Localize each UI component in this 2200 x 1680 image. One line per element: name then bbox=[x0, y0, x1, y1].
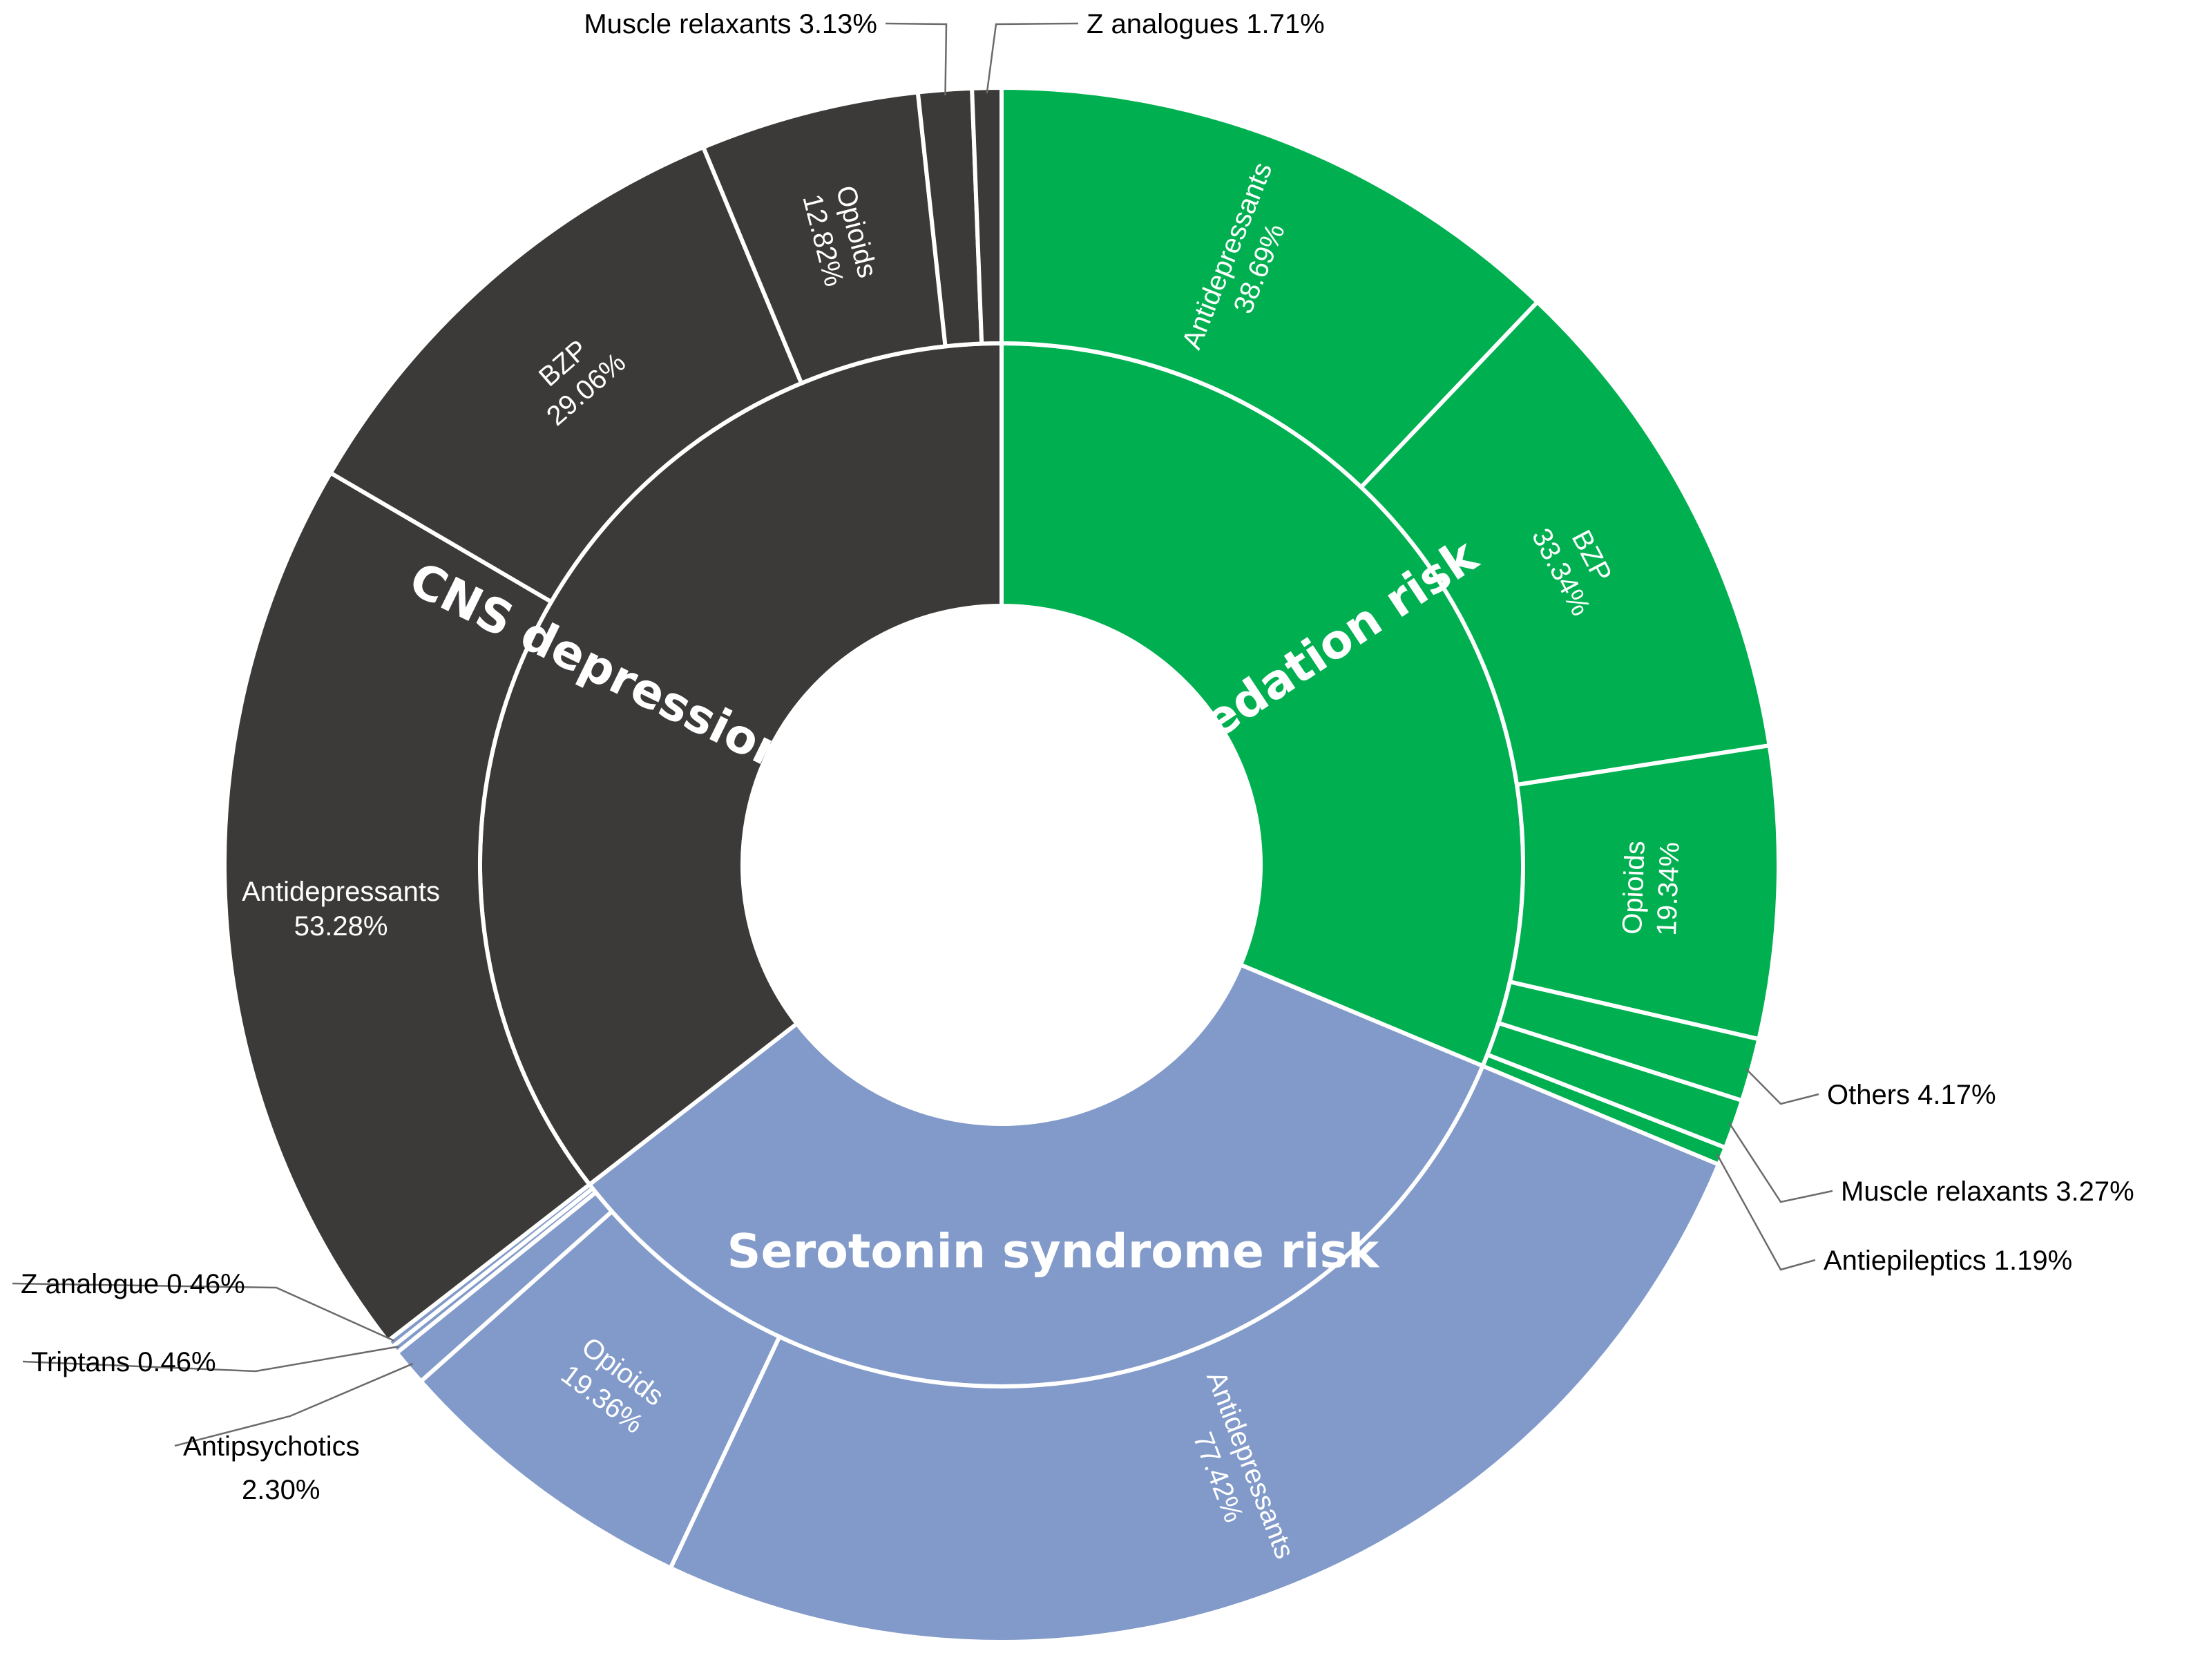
leader-line-cns-depression-risk-muscle-relaxants bbox=[885, 22, 948, 95]
label-cns-depression-risk-antidepressants-value: 53.28% bbox=[294, 911, 388, 942]
leader-line-serotonin-syndrome-risk-z-analogue bbox=[12, 1282, 395, 1342]
parent-label-serotonin-syndrome-risk: Serotonin syndrome risk bbox=[727, 1225, 1379, 1279]
label-group-cns-depression-risk-antidepressants: Antidepressants 53.28% bbox=[242, 877, 440, 942]
ring-segment-cns-depression-risk-z-analogues[interactable] bbox=[969, 85, 1004, 346]
ring-segment-sedation-risk-bzp[interactable] bbox=[1358, 299, 1772, 788]
label-sedation-risk-opioids-value: 19.34% bbox=[1652, 841, 1685, 936]
label-serotonin-syndrome-risk-antipsychotics-value: 2.30% bbox=[242, 1475, 320, 1505]
label-sedation-risk-others-name: Others 4.17% bbox=[1827, 1080, 1996, 1110]
leader-line-sedation-risk-muscle-relaxants bbox=[1728, 1122, 1833, 1203]
leader-line-serotonin-syndrome-risk-triptans bbox=[22, 1346, 399, 1373]
label-cns-depression-risk-muscle-relaxants-name: Muscle relaxants 3.13% bbox=[584, 9, 877, 39]
ring-segment-cns-depression-risk-bzp[interactable] bbox=[327, 144, 805, 605]
leader-line-cns-depression-risk-z-analogues bbox=[986, 22, 1079, 94]
leader-line-serotonin-syndrome-risk-antipsychotics bbox=[174, 1362, 414, 1447]
center-hole bbox=[745, 608, 1259, 1122]
label-serotonin-syndrome-risk-z-analogue-name: Z analogue 0.46% bbox=[21, 1269, 245, 1299]
label-sedation-risk-opioids-name: Opioids bbox=[1617, 840, 1651, 935]
ring-segment-serotonin-syndrome-risk-antidepressants[interactable] bbox=[667, 1063, 1721, 1645]
leader-line-sedation-risk-antiepileptics bbox=[1716, 1154, 1816, 1271]
segments-layer bbox=[222, 85, 1781, 1645]
label-cns-depression-risk-antidepressants-name: Antidepressants bbox=[242, 877, 440, 907]
label-sedation-risk-muscle-relaxants-name: Muscle relaxants 3.27% bbox=[1841, 1176, 2134, 1207]
label-serotonin-syndrome-risk-antipsychotics-name: Antipsychotics bbox=[183, 1431, 360, 1462]
label-sedation-risk-antiepileptics-name: Antiepileptics 1.19% bbox=[1824, 1245, 2072, 1276]
ring-segment-cns-depression-risk-antidepressants[interactable] bbox=[222, 470, 593, 1344]
label-serotonin-syndrome-risk-triptans-name: Triptans 0.46% bbox=[31, 1347, 216, 1377]
leader-line-sedation-risk-others bbox=[1745, 1067, 1819, 1105]
label-cns-depression-risk-z-analogues-name: Z analogues 1.71% bbox=[1087, 9, 1325, 39]
ring-segment-sedation-risk-antidepressants[interactable] bbox=[999, 85, 1541, 490]
